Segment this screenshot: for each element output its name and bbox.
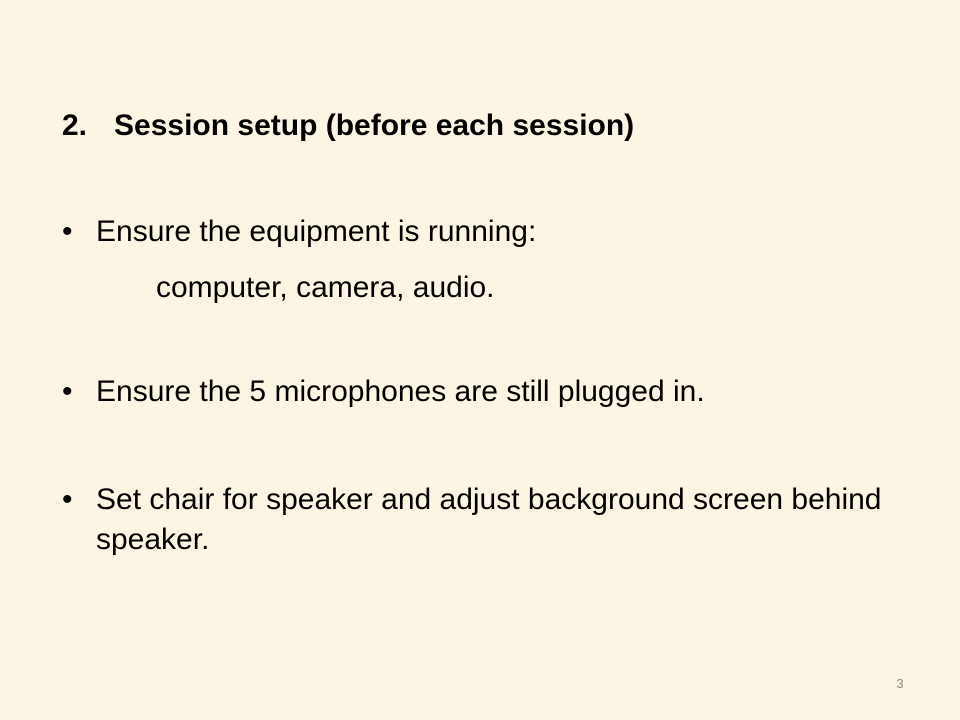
bullet-text: Ensure the equipment is running: (96, 215, 537, 248)
section-title: Session setup (before each session) (114, 109, 635, 142)
section-heading: 2. Session setup (before each session) (62, 106, 634, 146)
bullet-icon: • (62, 483, 73, 516)
bullet-item-chair-screen: • Set chair for speaker and adjust backg… (62, 480, 882, 560)
bullet-item-microphones: • Ensure the 5 microphones are still plu… (62, 372, 882, 412)
bullet-subtext-equipment-list: computer, camera, audio. (156, 271, 495, 304)
bullet-icon: • (62, 375, 73, 408)
bullet-text: Ensure the 5 microphones are still plugg… (96, 375, 705, 408)
bullet-icon: • (62, 215, 73, 248)
bullet-item-equipment: • Ensure the equipment is running: (62, 212, 882, 252)
page-number: 3 (896, 676, 904, 691)
bullet-text: Set chair for speaker and adjust backgro… (96, 483, 882, 556)
section-number: 2. (62, 109, 88, 142)
